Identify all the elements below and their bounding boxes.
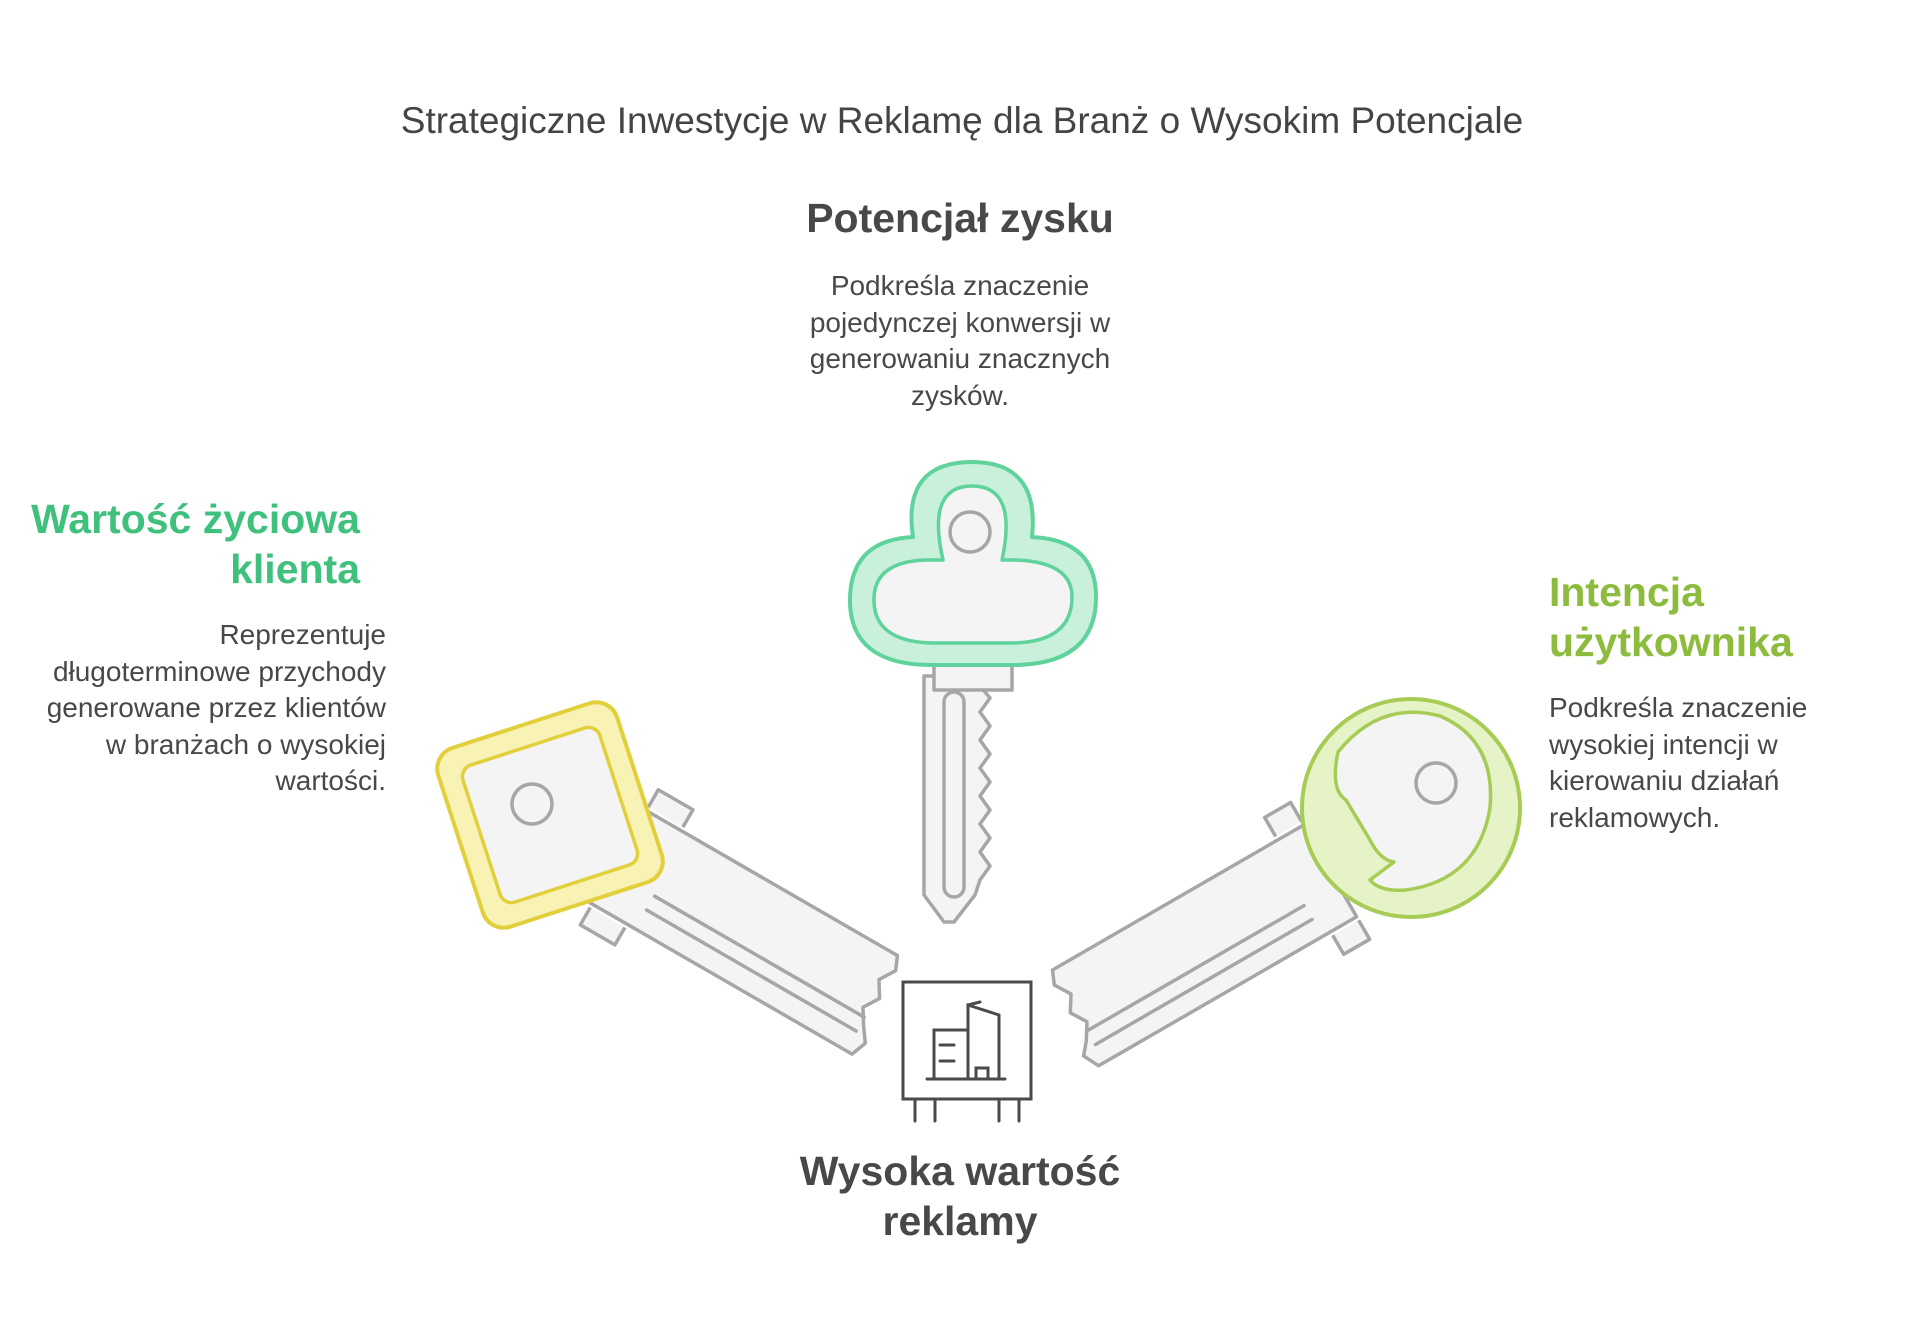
description-profit-potential: Podkreśla znaczenie pojedynczej konwersj… (809, 270, 1111, 411)
description-user-intent: Podkreśla znaczenie wysokiej intencji w … (1549, 692, 1808, 833)
round-key-icon (1050, 697, 1522, 1068)
heading-profit-potential: Potencjał zysku (806, 195, 1114, 241)
heading-high-ad-value: Wysoka wartość reklamy (799, 1148, 1121, 1244)
heading-customer-lifetime-value: Wartość życiowa klienta (31, 496, 360, 592)
cloud-key-icon (847, 460, 1098, 924)
description-customer-lifetime-value: Reprezentuje długoterminowe przychody ge… (46, 619, 386, 796)
building-chip-icon (901, 980, 1033, 1123)
diagram-title: Strategiczne Inwestycje w Reklamę dla Br… (400, 100, 1524, 141)
square-key-icon (435, 700, 900, 1056)
heading-user-intent: Intencja użytkownika (1549, 569, 1793, 665)
